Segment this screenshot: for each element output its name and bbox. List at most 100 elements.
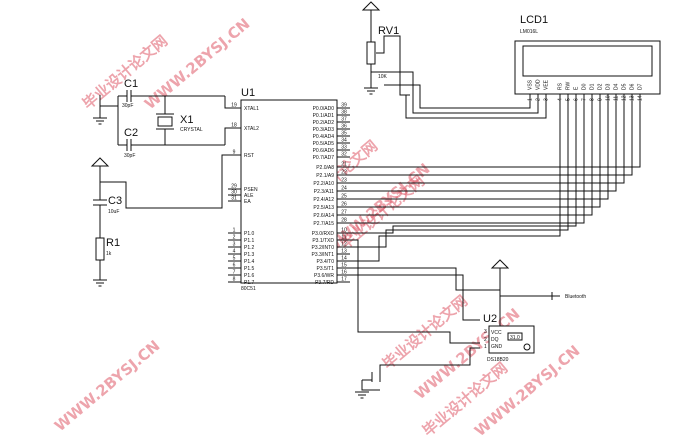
lcd1-pin-name: VEE (544, 79, 550, 90)
u2-pin-num-1: 1 (484, 344, 487, 350)
u1-right-pin-number: 14 (341, 256, 347, 262)
u1-right-pin-labels: P0.0/AD039P0.1/AD138P0.2/AD237P0.3/AD336… (311, 103, 347, 287)
u1-left-pin-number: 19 (231, 103, 237, 109)
u1-right-pin-name: P3.6/WR (314, 273, 334, 279)
capacitor-c1-symbol (126, 90, 132, 102)
u1-right-pin-number: 39 (341, 103, 347, 109)
u1-value: 80C51 (241, 286, 256, 292)
lcd1-pin-name: D5 (622, 83, 628, 90)
u1-left-pin-name: P1.2 (244, 245, 255, 251)
u1-left-pin-labels: 19XTAL118XTAL29RST29PSEN30ALE31EA1P1.02P… (231, 103, 259, 287)
u2-temp-display: 31.0 (510, 335, 520, 341)
u1-right-pin-name: P3.7/RD (315, 280, 334, 286)
u1-right-pin-number: 24 (341, 186, 347, 192)
u1-right-pin-name: P2.3/A11 (314, 189, 334, 195)
u1-right-pin-name: P2.5/A13 (313, 205, 334, 211)
u1-left-pin-number: 30 (231, 190, 237, 196)
u1-right-pin-name: P2.6/A14 (313, 213, 334, 219)
lcd1-pin-name: VDD (536, 79, 542, 90)
lcd1-pin-name: D2 (598, 83, 604, 90)
u1-right-pin-name: P0.5/AD5 (313, 141, 335, 147)
lcd1-pin-name: RS (558, 82, 564, 90)
u1-left-pin-number: 2 (233, 235, 236, 241)
u1-right-pin-number: 15 (341, 263, 347, 269)
capacitor-c2-symbol (126, 139, 132, 151)
u2-pin-dq: DQ (491, 337, 499, 343)
u1-left-pin-name: ALE (244, 193, 254, 199)
u1-left-pin-name: P1.6 (244, 273, 255, 279)
u1-left-pin-name: EA (244, 199, 251, 205)
c1-ref: C1 (124, 78, 138, 90)
u1-right-pin-number: 17 (341, 277, 347, 283)
u1-left-pin-number: 7 (233, 270, 236, 276)
rv1-value: 10K (378, 74, 388, 80)
u1-right-pin-number: 28 (341, 218, 347, 224)
u1-left-pin-number: 4 (233, 249, 236, 255)
u1-left-pin-name: RST (244, 153, 254, 159)
u1-right-pin-name: P0.4/AD4 (313, 134, 335, 140)
u2-pin-num-3: 3 (484, 329, 487, 335)
u1-right-pin-name: P3.5/T1 (316, 266, 334, 272)
lcd-lcd1: LCD1 LM016L VSS1VDD2VEE3RS4RW5E6D07D18D2… (371, 14, 661, 119)
lcd1-pin-name: D7 (638, 83, 644, 90)
lcd1-pin-name: E (574, 86, 580, 90)
u1-left-pin-number: 29 (231, 184, 237, 190)
u1-right-pin-number: 10 (341, 228, 347, 234)
u1-right-pin-number: 33 (341, 145, 347, 151)
sensor-u2: Bluetooth U2 VCC DQ GND 31.0 DS18B20 3 2… (379, 259, 586, 382)
u1-right-pin-name: P2.4/A12 (313, 197, 334, 203)
u1-left-pin-name: P1.5 (244, 266, 255, 272)
u1-left-pin-name: P1.3 (244, 252, 255, 258)
u1-left-pin-number: 1 (233, 228, 236, 234)
mcu-u1: U1 80C51 19XTAL118XTAL29RST29PSEN30ALE31… (228, 87, 350, 292)
watermark-url-1: WWW.2BYSJ.CN (141, 15, 253, 113)
lcd1-pin-name: RW (566, 81, 572, 90)
reset-section: C3 10uF R1 1k (90, 154, 241, 287)
u1-left-pin-number: 6 (233, 263, 236, 269)
u2-pin-gnd: GND (491, 344, 503, 350)
lcd1-pin-name: D0 (582, 83, 588, 90)
u1-right-pin-name: P0.3/AD3 (313, 127, 335, 133)
u1-left-pin-name: P1.7 (244, 280, 255, 286)
u1-right-pin-name: P3.2/INT0 (311, 245, 334, 251)
u1-body (240, 99, 338, 284)
lcd1-value: LM016L (520, 29, 538, 35)
u1-right-pin-name: P3.1/TXD (312, 238, 334, 244)
power-arrow-rv1 (361, 1, 381, 11)
u1-right-pin-number: 32 (341, 152, 347, 158)
u1-right-pin-name: P0.0/AD0 (313, 106, 335, 112)
u1-right-pin-number: 27 (341, 210, 347, 216)
lcd1-pin-name: D4 (614, 83, 620, 90)
u2-pin-num-2: 2 (484, 337, 487, 343)
lcd1-pin-name: D3 (606, 83, 612, 90)
u1-right-pin-name: P2.7/A15 (313, 221, 334, 227)
u1-left-pin-number: 5 (233, 256, 236, 262)
u1-right-pin-name: P0.2/AD2 (313, 120, 335, 126)
x1-ref: X1 (180, 114, 193, 126)
power-arrow-u2 (490, 259, 510, 269)
resistor-r1-symbol (95, 237, 105, 261)
u1-right-pin-number: 35 (341, 131, 347, 137)
u1-right-pin-number: 13 (341, 249, 347, 255)
u1-right-pin-name: P3.0/RXD (312, 231, 335, 237)
watermark-url-3: WWW.2BYSJ.CN (51, 337, 163, 435)
c2-value: 30pF (124, 153, 135, 159)
c3-value: 10uF (108, 209, 119, 215)
u1-left-pin-name: PSEN (244, 187, 258, 193)
u1-left-pin-name: P1.0 (244, 231, 255, 237)
u1-right-pin-name: P2.0/A8 (316, 165, 334, 171)
u1-right-pin-number: 23 (341, 178, 347, 184)
u1-left-pin-name: XTAL1 (244, 106, 259, 112)
u1-right-pin-name: P2.1/A9 (316, 173, 334, 179)
rv1-body (366, 41, 376, 65)
u1-right-pin-name: P2.2/A10 (313, 181, 334, 187)
u1-right-pin-number: 22 (341, 170, 347, 176)
watermark-cn-3: 毕业设计论文网 (336, 172, 428, 253)
u1-left-pin-number: 3 (233, 242, 236, 248)
u2-indicator-icon (523, 343, 531, 351)
r1-ref: R1 (106, 237, 120, 249)
u2-ref: U2 (483, 313, 497, 325)
u1-left-pin-number: 18 (231, 123, 237, 129)
u1-right-pin-number: 11 (341, 235, 346, 241)
